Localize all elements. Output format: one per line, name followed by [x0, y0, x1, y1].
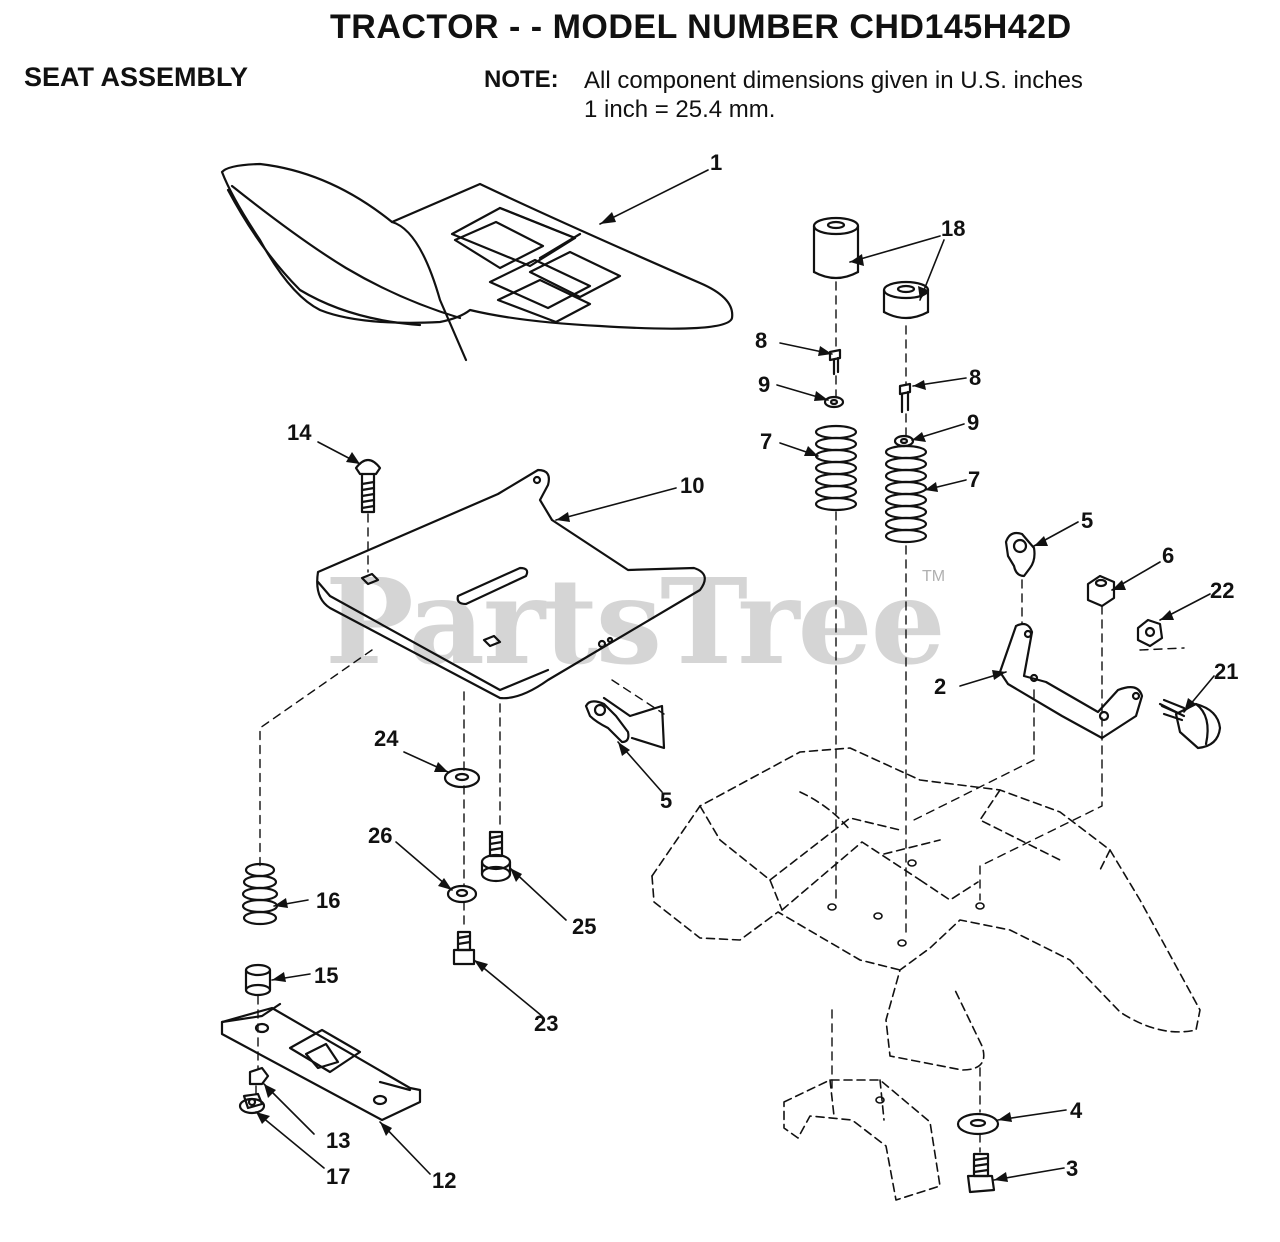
seat-pan-drawing — [316, 468, 706, 700]
bracket-plate-drawing — [220, 1002, 422, 1122]
callout-9-right: 9 — [967, 410, 979, 435]
callout-5-left: 5 — [660, 788, 672, 813]
callout-25: 25 — [572, 914, 596, 939]
leader-arrowheads — [256, 212, 1196, 1182]
knob-bolt-21-drawing — [1158, 698, 1222, 750]
hex-bolt-23-drawing — [452, 930, 476, 966]
callout-16: 16 — [316, 888, 340, 913]
hex-bolt-3-drawing — [966, 1152, 996, 1194]
note-label: NOTE: — [484, 66, 559, 93]
watermark: PartsTree — [325, 552, 946, 691]
washer-24-drawing — [443, 767, 481, 789]
callout-6: 6 — [1162, 543, 1174, 568]
callout-26: 26 — [368, 823, 392, 848]
note-line-2: 1 inch = 25.4 mm. — [584, 96, 776, 123]
callout-17: 17 — [326, 1164, 350, 1189]
section-title: SEAT ASSEMBLY — [24, 62, 249, 92]
callout-4: 4 — [1070, 1098, 1083, 1123]
assembly-lines — [255, 281, 1185, 1153]
callout-9-left: 9 — [758, 372, 770, 397]
lockwasher-26-drawing — [446, 884, 478, 904]
frame-holes — [827, 859, 985, 1104]
locknut-6-drawing — [1086, 574, 1116, 608]
carriage-bolt-drawing — [354, 458, 382, 514]
callout-14: 14 — [287, 420, 312, 445]
spring-7-right-drawing — [884, 444, 928, 544]
callout-5-right: 5 — [1081, 508, 1093, 533]
callout-10: 10 — [680, 473, 704, 498]
callout-1: 1 — [710, 150, 722, 175]
seat-clip-right-drawing — [1004, 531, 1036, 578]
callout-8-left: 8 — [755, 328, 767, 353]
callout-8-right: 8 — [969, 365, 981, 390]
callout-23: 23 — [534, 1011, 558, 1036]
callout-15: 15 — [314, 963, 338, 988]
spring-16-drawing — [241, 862, 279, 926]
washer-9-right-drawing — [893, 434, 915, 448]
callouts: 1 18 8 8 9 9 7 7 14 10 5 6 22 21 2 24 5 … — [287, 150, 1238, 1193]
shoulder-bolt-drawing — [480, 830, 512, 883]
spacer-15-drawing — [244, 963, 272, 997]
callout-7-right: 7 — [968, 467, 980, 492]
washer-4-drawing — [956, 1112, 1000, 1136]
pin-8-left-drawing — [828, 348, 842, 376]
callout-21: 21 — [1214, 659, 1238, 684]
tractor-frame-drawing — [651, 747, 1201, 1201]
callout-13: 13 — [326, 1128, 350, 1153]
pin-8-right-drawing — [898, 382, 912, 414]
spring-7-left-drawing — [814, 424, 858, 512]
page-title: TRACTOR - - MODEL NUMBER CHD145H42D — [330, 8, 1072, 46]
callout-2: 2 — [934, 674, 946, 699]
note-text: All component dimensions given in U.S. i… — [584, 66, 1083, 124]
callout-18: 18 — [941, 216, 965, 241]
callout-22: 22 — [1210, 578, 1234, 603]
callout-12: 12 — [432, 1168, 456, 1193]
callout-3: 3 — [1066, 1156, 1078, 1181]
seat-drawing — [220, 162, 734, 362]
flange-nut-17-drawing — [238, 1092, 266, 1115]
nut-13-drawing — [248, 1066, 270, 1086]
spacer-18-left-drawing — [812, 216, 860, 280]
seat-clip-drawing — [584, 696, 666, 750]
callout-24: 24 — [374, 726, 399, 751]
washer-9-left-drawing — [823, 395, 845, 409]
callout-7-left: 7 — [760, 429, 772, 454]
pivot-bracket-drawing — [998, 622, 1144, 740]
note-line-1: All component dimensions given in U.S. i… — [584, 67, 1083, 94]
watermark-tm: TM — [922, 568, 946, 585]
leader-lines — [255, 169, 1215, 1181]
nut-22-drawing — [1136, 618, 1164, 648]
